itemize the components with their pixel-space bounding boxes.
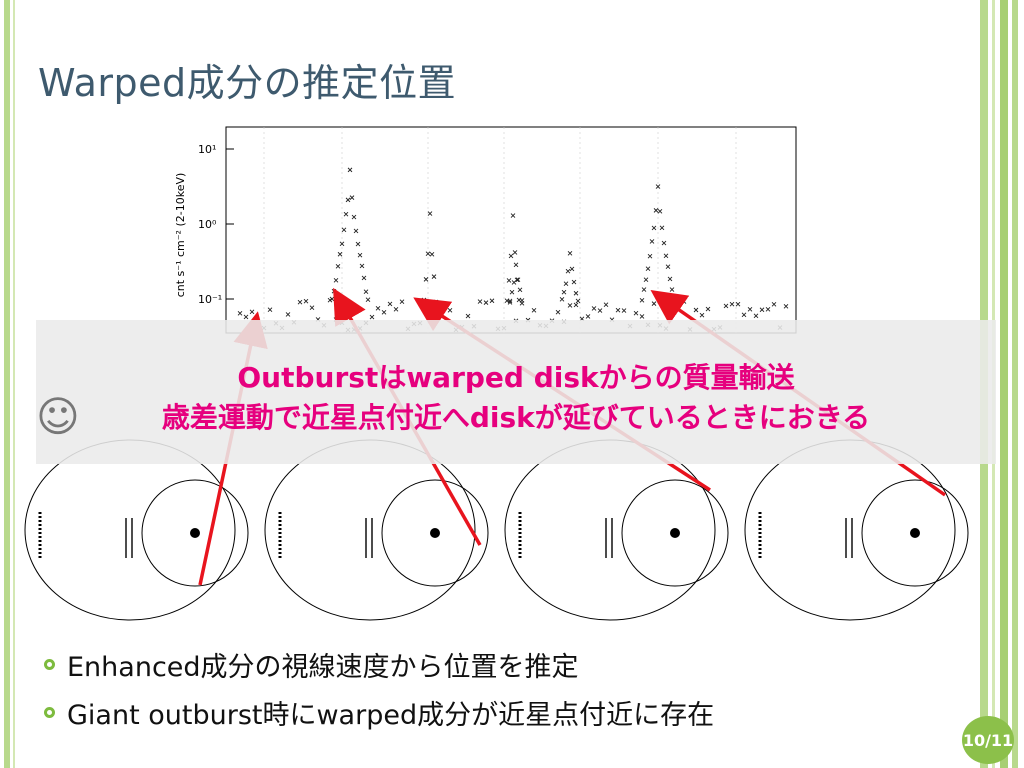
bullet-item: Giant outburst時にwarped成分が近星点付近に存在 [44,688,714,736]
bullet-list: Enhanced成分の視線速度から位置を推定 Giant outburst時にw… [44,640,714,736]
bullet-item: Enhanced成分の視線速度から位置を推定 [44,640,714,688]
overlay-line-2: 歳差運動で近星点付近へdiskが延びているときにおきる [36,396,996,436]
bullet-icon [44,707,55,718]
overlay-line-1: Outburstはwarped diskからの質量輸送 [36,356,996,396]
page-number-badge: 10/11 [962,716,1014,764]
bullet-icon [44,659,55,670]
smiley-icon: ☺ [36,392,80,441]
overlay-box: Outburstはwarped diskからの質量輸送 歳差運動で近星点付近へd… [36,320,996,464]
